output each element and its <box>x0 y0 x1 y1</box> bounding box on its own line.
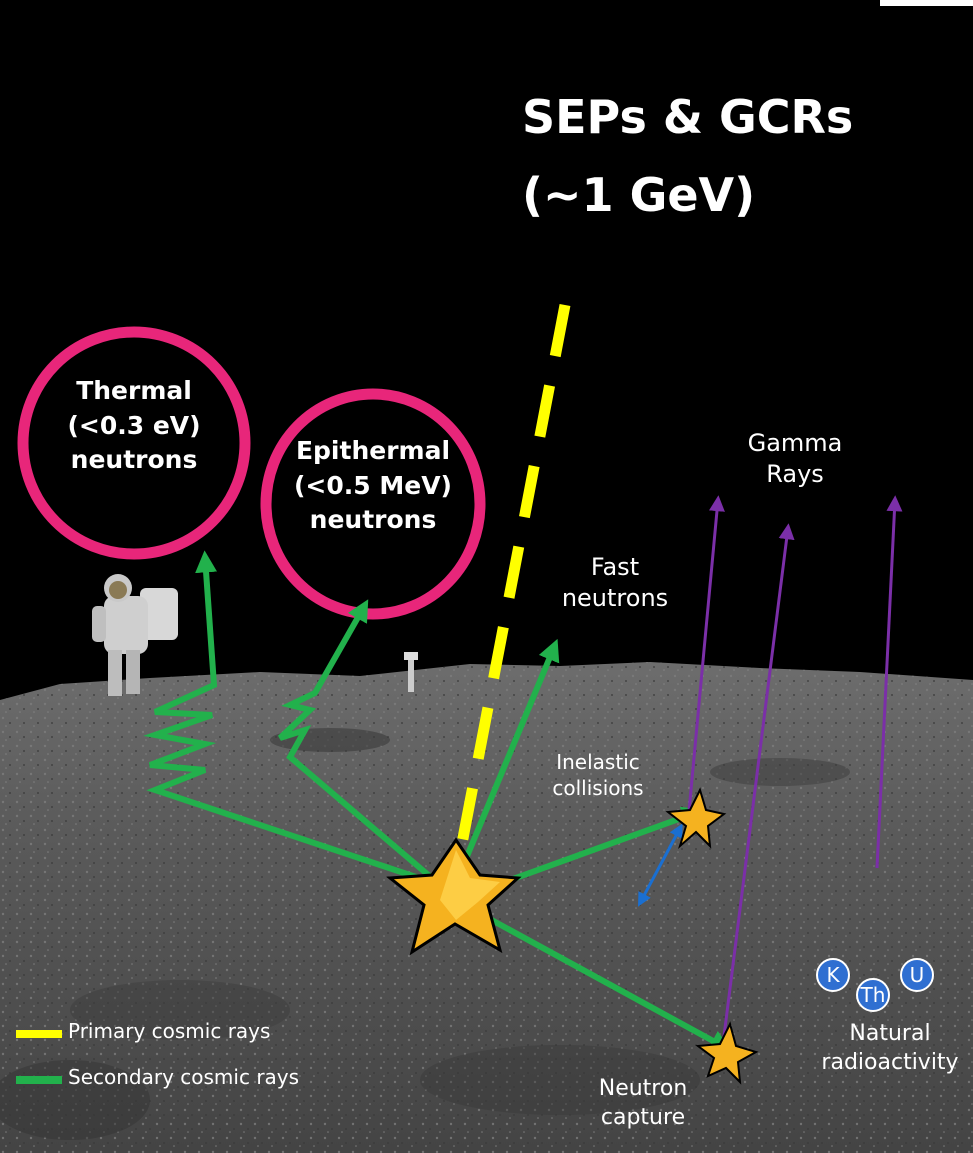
inelastic-collisions-label: Inelastic collisions <box>528 749 668 801</box>
epithermal-neutrons-label: Epithermal (<0.5 MeV) neutrons <box>271 434 475 538</box>
legend-secondary-swatch <box>16 1076 62 1084</box>
neutron-capture-label: Neutron capture <box>583 1075 703 1132</box>
element-potassium: K <box>816 958 850 992</box>
legend-secondary-label: Secondary cosmic rays <box>68 1065 299 1089</box>
natural-radioactivity-label: Natural radioactivity <box>810 1020 970 1077</box>
legend-primary-label: Primary cosmic rays <box>68 1019 270 1043</box>
thermal-neutrons-label: Thermal (<0.3 eV) neutrons <box>34 374 234 478</box>
experiment-pole <box>408 656 414 692</box>
experiment-top <box>404 652 418 660</box>
crater <box>710 758 850 786</box>
gamma-rays-label: Gamma Rays <box>735 428 855 490</box>
fast-neutrons-label: Fast neutrons <box>540 552 690 614</box>
element-thorium: Th <box>856 978 890 1012</box>
corner-artifact <box>880 0 973 6</box>
element-uranium: U <box>900 958 934 992</box>
title-line2: (~1 GeV) <box>522 166 755 226</box>
legend-primary-swatch <box>16 1030 62 1038</box>
title-line1: SEPs & GCRs <box>522 88 853 148</box>
